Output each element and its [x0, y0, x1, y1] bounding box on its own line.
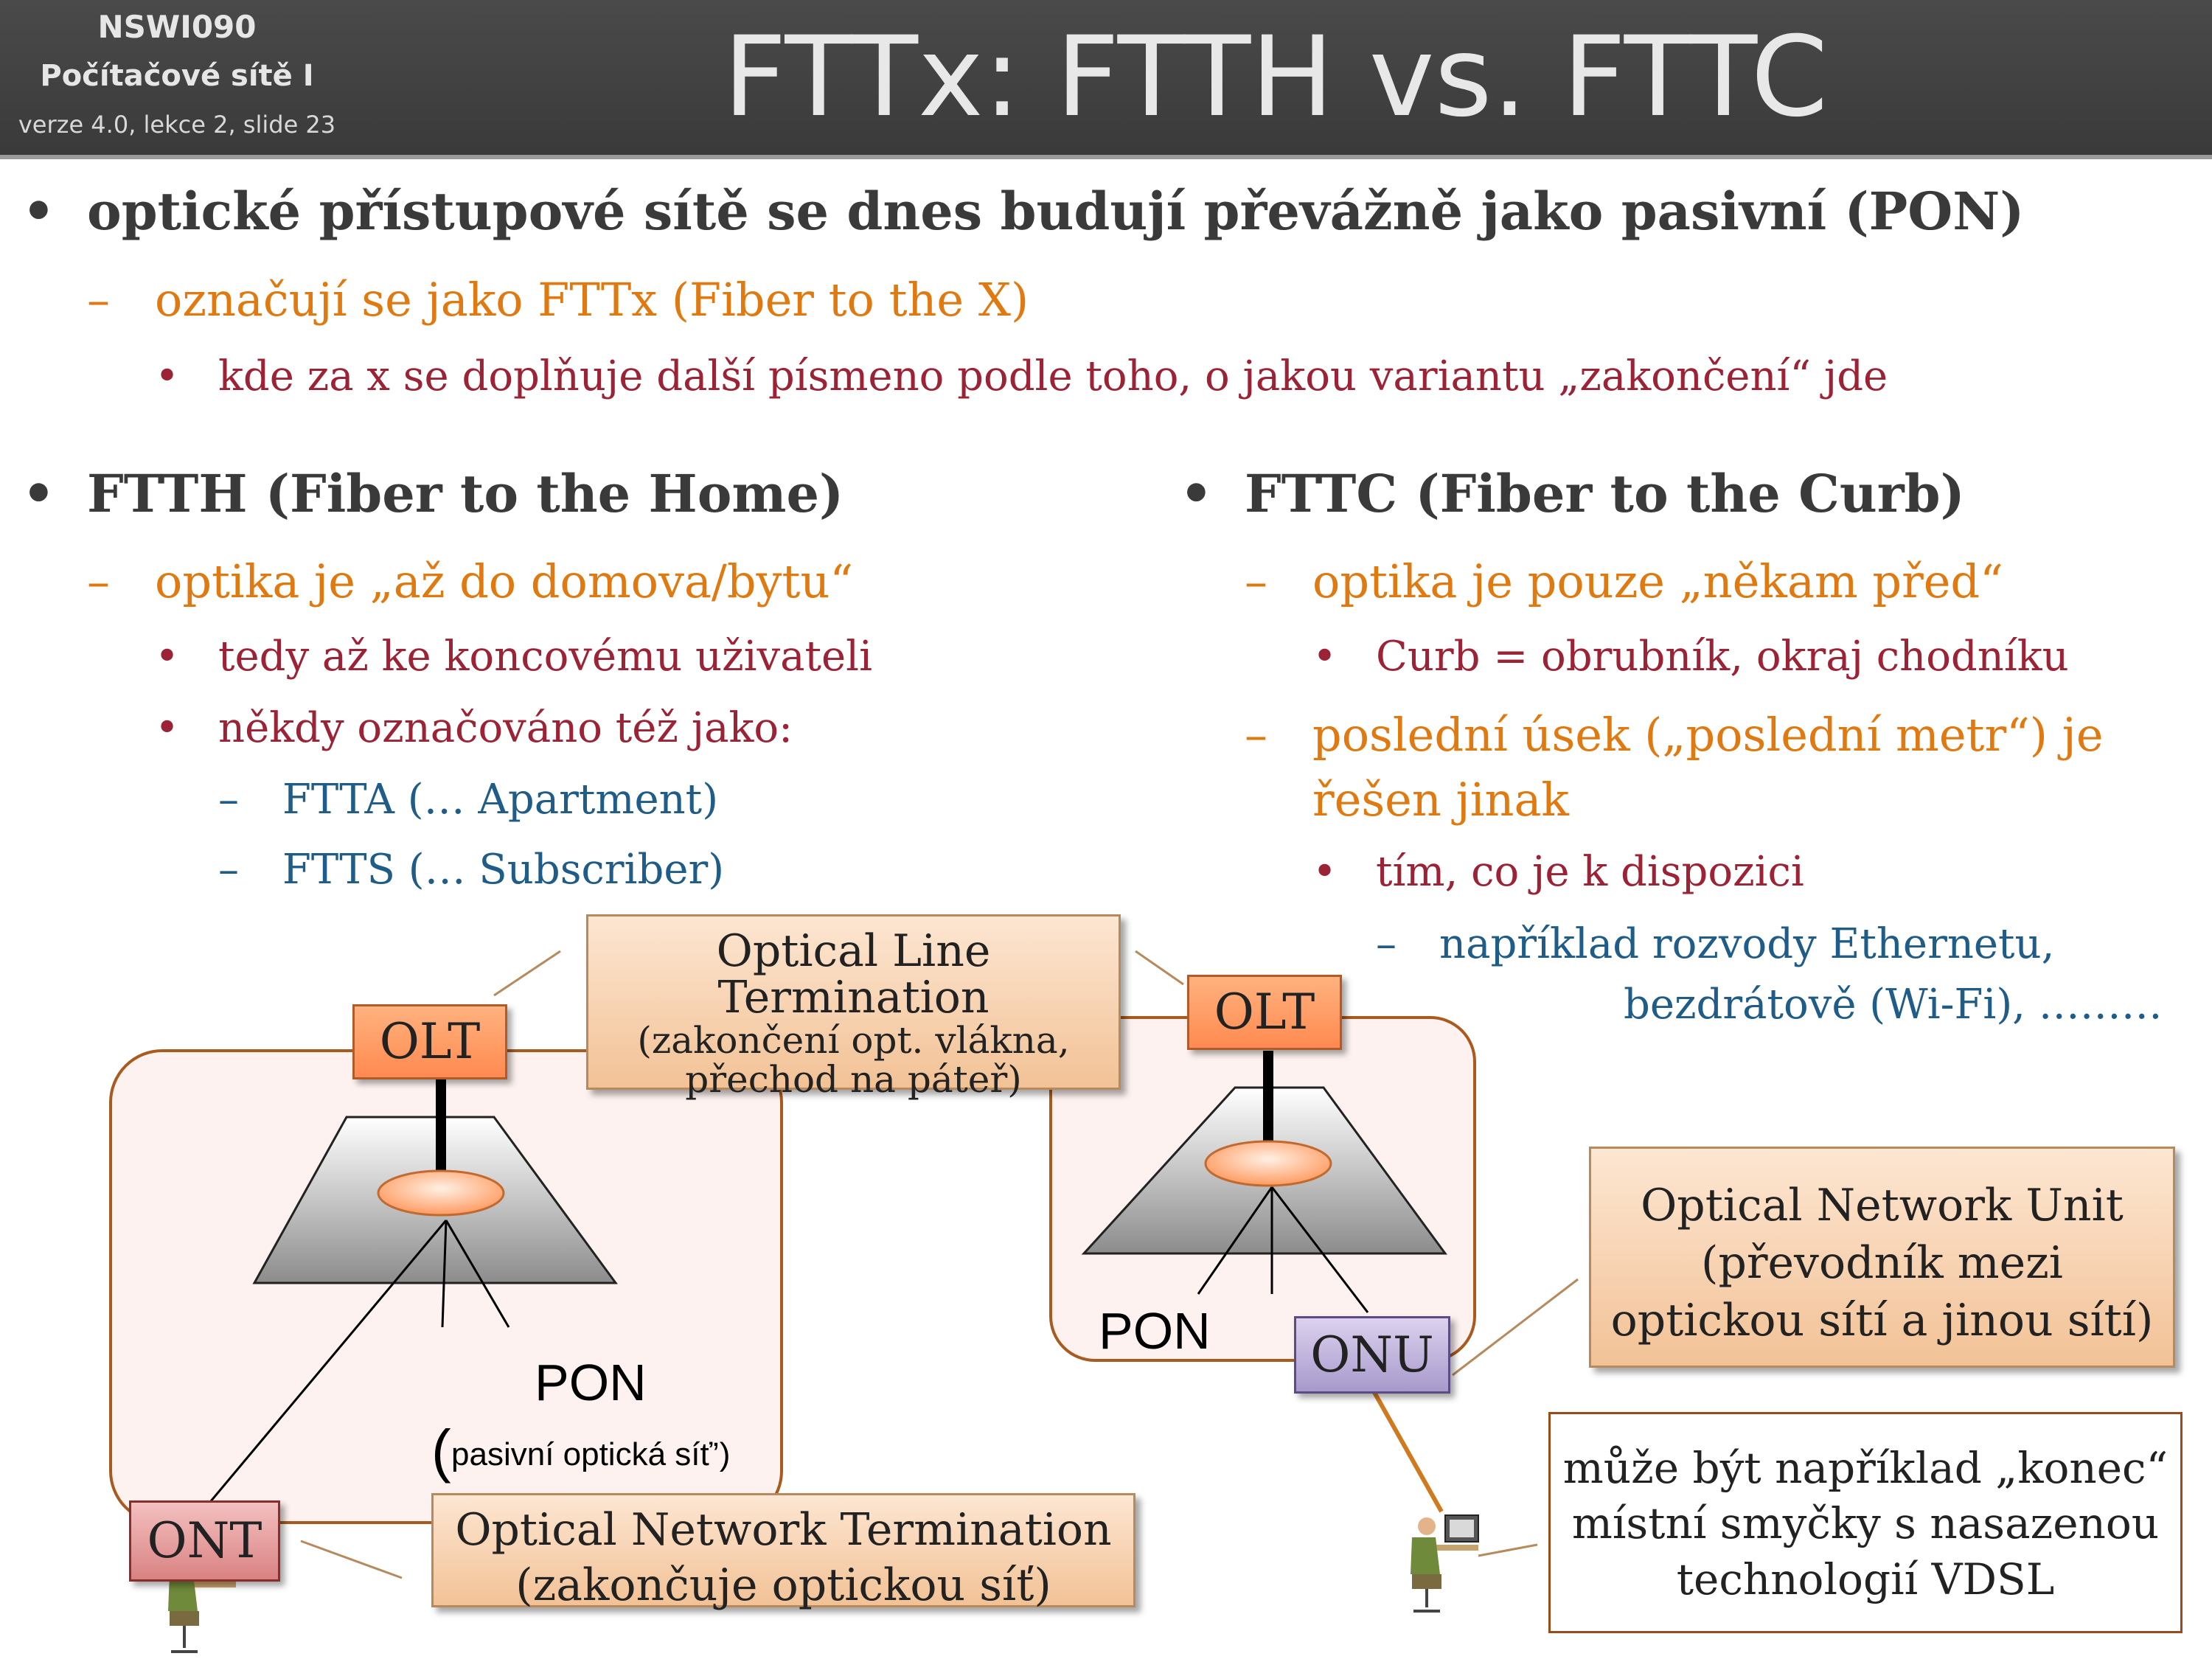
- fttc-sub1: optika je pouze „někam před“: [1312, 554, 2003, 608]
- vdsl-note-line: může být například „konec“: [1562, 1443, 2168, 1493]
- callout-leader: [300, 1540, 403, 1579]
- fttc-item1: Curb = obrubník, okraj chodníku: [1376, 633, 2069, 681]
- intro-subsub: kde za x se doplňuje další písmeno podle…: [218, 352, 1888, 400]
- course-code: NSWI090: [97, 9, 257, 45]
- pon-label-right: PON: [1099, 1302, 1211, 1360]
- fiber-branch: [198, 1220, 448, 1516]
- bullet-dot: •: [1180, 463, 1213, 524]
- onu-callout-line: optickou sítí a jinou sítí): [1610, 1295, 2154, 1346]
- vdsl-note: může být například „konec“ místní smyčky…: [1548, 1412, 2183, 1633]
- course-name: Počítačové sítě I: [40, 59, 314, 93]
- bullet-dot: •: [1312, 848, 1338, 896]
- olt-box-left: OLT: [352, 1004, 507, 1079]
- last-mile-link: [1371, 1388, 1444, 1513]
- fttc-sub2-line2: řešen jinak: [1312, 773, 1569, 827]
- bullet-dot: •: [155, 704, 180, 752]
- dash-marker: –: [87, 554, 110, 608]
- ftth-heading: FTTH (Fiber to the Home): [87, 463, 844, 524]
- fiber-branch: [441, 1220, 448, 1328]
- ont-callout-line: (zakončuje optickou síť): [515, 1559, 1051, 1611]
- fiber-branch: [1270, 1186, 1369, 1313]
- olt-callout-line: (zakončení opt. vlákna,: [637, 1019, 1070, 1062]
- olt-callout-line: přechod na páteř): [685, 1057, 1022, 1101]
- bullet-dot: •: [22, 181, 55, 242]
- dash-marker: –: [1376, 920, 1397, 968]
- ftth-sub: optika je „až do domova/bytu“: [155, 554, 854, 608]
- olt-callout-title: Optical Line Termination: [716, 925, 991, 1023]
- callout-leader: [1478, 1543, 1538, 1557]
- dash-marker: –: [218, 776, 239, 824]
- vdsl-note-line: technologií VDSL: [1676, 1554, 2055, 1604]
- callout-leader: [1135, 950, 1184, 986]
- onu-box: ONU: [1294, 1316, 1450, 1394]
- bullet-dot: •: [1312, 633, 1338, 681]
- callout-leader: [1452, 1278, 1579, 1377]
- onu-callout: Optical Network Unit (převodník mezi opt…: [1589, 1147, 2175, 1368]
- fiber-branch: [1197, 1186, 1273, 1295]
- dash-marker: –: [218, 846, 239, 894]
- fiber-branch: [445, 1220, 510, 1328]
- pon-paren: (: [431, 1418, 451, 1484]
- dash-marker: –: [87, 273, 110, 327]
- splitter-right: [1204, 1140, 1332, 1187]
- dash-marker: –: [1245, 554, 1267, 608]
- ftth-item: tedy až ke koncovému uživateli: [218, 633, 873, 681]
- onu-callout-line: (převodník mezi: [1701, 1237, 2063, 1289]
- pon-description: pasivní optická síť’): [451, 1436, 731, 1472]
- fttc-example-line2: bezdrátově (Wi-Fi), ………: [1624, 981, 2163, 1029]
- slide-version: verze 4.0, lekce 2, slide 23: [18, 111, 336, 139]
- fttc-example-line1: například rozvody Ethernetu,: [1439, 920, 2055, 968]
- user-workstation-icon: [1411, 1514, 1479, 1613]
- callout-leader: [493, 950, 561, 997]
- ftth-item: někdy označováno též jako:: [218, 704, 793, 752]
- fttc-sub2-line1: poslední úsek („poslední metr“) je: [1312, 708, 2104, 762]
- ont-callout: Optical Network Termination (zakončuje o…: [431, 1493, 1135, 1611]
- ftth-variant: FTTA (… Apartment): [282, 776, 719, 824]
- pon-label-left: PON: [535, 1354, 647, 1411]
- bullet-dot: •: [155, 633, 180, 681]
- olt-box-right: OLT: [1187, 975, 1342, 1050]
- bullet-dot: •: [22, 463, 55, 524]
- ftth-variant: FTTS (… Subscriber): [282, 846, 725, 894]
- intro-sub: označují se jako FTTx (Fiber to the X): [155, 273, 1029, 327]
- slide-header: NSWI090 Počítačové sítě I verze 4.0, lek…: [0, 0, 2212, 159]
- slide-title: FTTx: FTTH vs. FTTC: [723, 13, 1829, 142]
- onu-callout-title: Optical Network Unit: [1641, 1180, 2124, 1231]
- dash-marker: –: [1245, 708, 1267, 762]
- fttc-heading: FTTC (Fiber to the Curb): [1245, 463, 1965, 524]
- bullet-dot: •: [155, 352, 180, 400]
- fttc-item2: tím, co je k dispozici: [1376, 848, 1804, 896]
- ont-box: ONT: [129, 1500, 280, 1582]
- ont-callout-title: Optical Network Termination: [455, 1504, 1112, 1556]
- splitter-left: [377, 1169, 505, 1217]
- vdsl-note-line: místní smyčky s nasazenou: [1571, 1498, 2160, 1549]
- intro-bullet: optické přístupové sítě se dnes budují p…: [87, 181, 2025, 242]
- olt-callout: Optical Line Termination (zakončení opt.…: [586, 914, 1121, 1099]
